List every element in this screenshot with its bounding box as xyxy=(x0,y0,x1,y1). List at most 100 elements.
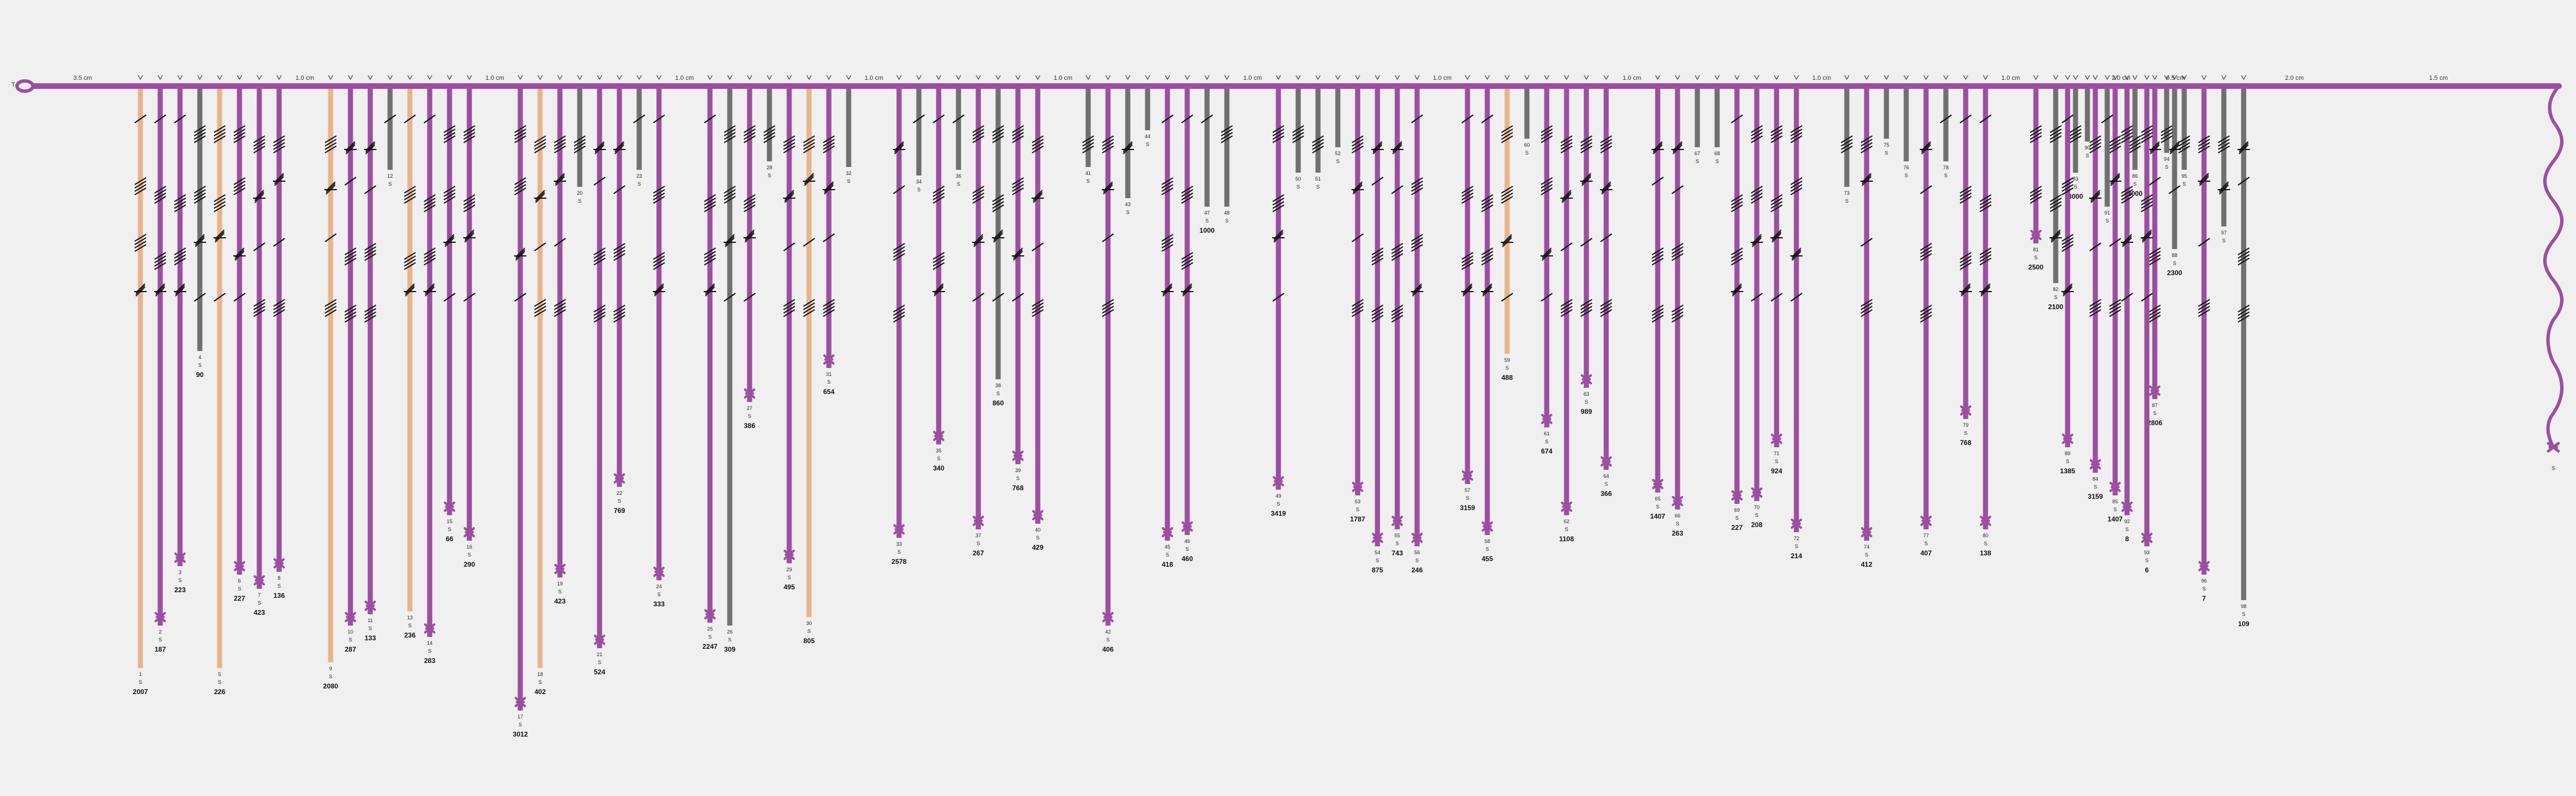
pendant-s-label: S xyxy=(1086,178,1090,184)
tassel-knot xyxy=(1672,496,1683,506)
tassel-knot xyxy=(1482,521,1493,532)
attachment-mark xyxy=(387,75,393,80)
pendant-s-label: S xyxy=(218,679,221,685)
tassel-knot xyxy=(2109,482,2121,492)
attachment-mark xyxy=(1125,75,1131,80)
pendant-s-label: S xyxy=(1225,218,1229,224)
pendant-number: 16 xyxy=(467,544,472,550)
pendant-value: 743 xyxy=(1392,549,1403,557)
knot-cluster xyxy=(324,135,337,317)
pendant-number: 10 xyxy=(348,629,353,635)
pendant-s-label: S xyxy=(1964,430,1967,436)
pendant-number: 61 xyxy=(1544,431,1550,436)
pendant-number: 79 xyxy=(1963,422,1969,428)
tassel-knot xyxy=(893,524,905,534)
tassel-knot xyxy=(273,558,285,568)
pendant-s-label: S xyxy=(1356,507,1359,512)
knot-cluster xyxy=(194,125,206,302)
knot-cluster xyxy=(653,114,665,297)
pendant-s-label: S xyxy=(1505,365,1509,371)
pendant-number: 50 xyxy=(1295,176,1301,182)
pendant-s-label: S xyxy=(1984,541,1987,546)
tassel-knot xyxy=(1411,533,1423,543)
pendant-number: 76 xyxy=(1903,165,1909,170)
attachment-mark xyxy=(1584,75,1589,80)
pendant-s-label: S xyxy=(1604,481,1608,487)
pendant-s-label: S xyxy=(2153,410,2156,416)
pendant-value: 208 xyxy=(1751,521,1762,529)
knot-cluster xyxy=(823,135,835,317)
knot-cluster xyxy=(1201,114,1213,123)
pendant-number: 37 xyxy=(975,533,981,538)
pendant-value: 2100 xyxy=(2048,303,2064,311)
knot-cluster xyxy=(1181,114,1193,297)
pendant-cord: 20S xyxy=(574,75,586,204)
pendant-s-label: S xyxy=(748,413,751,419)
pendant-value: 133 xyxy=(365,634,376,642)
pendant-s-label: S xyxy=(468,552,471,558)
pendant-s-label: S xyxy=(578,198,581,204)
pendant-s-label: S xyxy=(637,181,641,187)
knot-cluster xyxy=(763,125,776,143)
attachment-mark xyxy=(157,75,163,80)
pendant-value: 227 xyxy=(234,594,245,602)
pendant-cord: 41S xyxy=(1082,75,1094,184)
knot-cluster xyxy=(404,114,416,297)
attachment-mark xyxy=(138,75,143,80)
pendant-value: 860 xyxy=(992,399,1004,407)
attachment-mark xyxy=(1375,75,1380,80)
knot-cluster xyxy=(1751,125,1763,302)
pendant-value: 2247 xyxy=(703,643,718,651)
tassel-knot xyxy=(2198,561,2210,571)
pendant-s-label: S xyxy=(657,592,661,597)
attachment-mark xyxy=(217,75,222,80)
knot-cluster xyxy=(213,125,226,302)
knot-cluster xyxy=(1841,135,1853,153)
pendant-cord: 67S xyxy=(1694,75,1700,164)
pendant-number: 20 xyxy=(577,190,583,196)
knot-cluster xyxy=(534,135,546,317)
attachment-mark xyxy=(1295,75,1301,80)
pendant-value: 460 xyxy=(1182,555,1193,563)
knot-cluster xyxy=(803,135,815,317)
attachment-mark xyxy=(2132,75,2138,80)
knot-cluster xyxy=(1221,125,1233,143)
pendant-number: 36 xyxy=(956,173,961,179)
pendant-s-label: S xyxy=(2183,181,2186,187)
pendant-s-label: S xyxy=(519,722,522,727)
pendant-value: 226 xyxy=(214,688,225,696)
pendant-value: 2000 xyxy=(2128,190,2143,198)
attachment-mark xyxy=(1524,75,1530,80)
pendant-number: 53 xyxy=(1355,499,1360,504)
attachment-mark xyxy=(2144,75,2150,80)
knot-cluster xyxy=(932,114,945,297)
tassel-knot xyxy=(1652,479,1663,489)
pendant-value: 8 xyxy=(2125,535,2129,543)
pendant-s-label: S xyxy=(1545,439,1548,444)
pendant-value: 66 xyxy=(446,535,453,543)
pendant-number: 54 xyxy=(1375,550,1380,555)
pendant-s-label: S xyxy=(198,362,202,368)
pendant-value: 1108 xyxy=(1559,535,1574,543)
pendant-value: 1407 xyxy=(2108,515,2123,523)
pendant-s-label: S xyxy=(1924,541,1928,546)
attachment-mark xyxy=(577,75,583,80)
knot-cluster xyxy=(1082,135,1094,153)
knot-cluster xyxy=(783,135,795,317)
pendant-s-label: S xyxy=(1146,142,1149,147)
pendant-s-label: S xyxy=(329,674,332,679)
